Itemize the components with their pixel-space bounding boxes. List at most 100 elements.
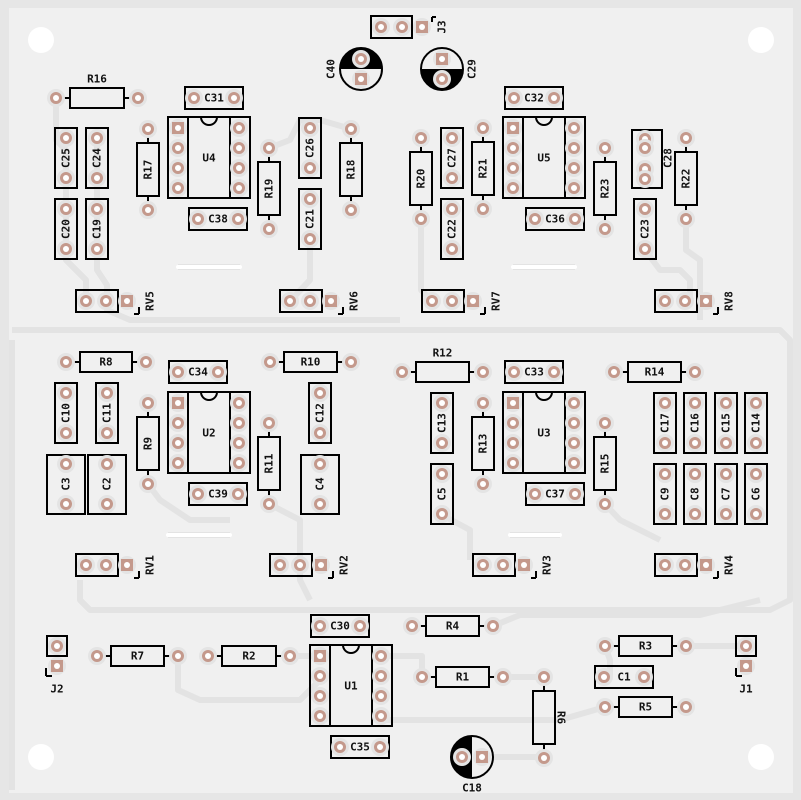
resistor-r1[interactable]: R1: [413, 666, 512, 688]
capacitor-c11[interactable]: C11: [95, 382, 119, 444]
ic-u2[interactable]: U2: [167, 391, 251, 474]
header-j1[interactable]: J1: [735, 635, 757, 696]
capacitor-c37[interactable]: C37: [525, 482, 585, 506]
capacitor-c6[interactable]: C6: [744, 463, 768, 525]
trimmer-rv6[interactable]: RV6: [279, 289, 361, 315]
capacitor-c19[interactable]: C19: [85, 198, 109, 260]
header-j2[interactable]: J2: [45, 635, 68, 696]
electrolytic-c18[interactable]: C18: [450, 735, 494, 795]
capacitor-c22[interactable]: C22: [440, 198, 464, 260]
resistor-r2[interactable]: R2: [199, 645, 299, 667]
drill-hole: [480, 481, 486, 487]
resistor-r11[interactable]: R11: [257, 414, 281, 513]
resistor-r13[interactable]: R13: [471, 394, 495, 493]
drill-hole: [145, 207, 151, 213]
capacitor-c7[interactable]: C7: [714, 463, 738, 525]
resistor-r3[interactable]: R3: [596, 635, 695, 657]
ic-u1[interactable]: U1: [309, 644, 393, 727]
ic-u5[interactable]: U5: [502, 116, 586, 199]
ref-label: R12: [433, 347, 453, 360]
capacitor-c32[interactable]: C32: [504, 86, 564, 110]
capacitor-c2[interactable]: C2: [87, 454, 127, 515]
trimmer-rv2[interactable]: RV2: [269, 553, 351, 579]
drill-hole: [175, 165, 181, 171]
capacitor-c36[interactable]: C36: [525, 207, 585, 231]
capacitor-c4[interactable]: C4: [300, 454, 340, 515]
electrolytic-c40[interactable]: C40: [325, 47, 383, 91]
electrolytic-c29[interactable]: C29: [420, 47, 479, 91]
trimmer-rv4[interactable]: RV4: [654, 553, 736, 579]
resistor-r18[interactable]: R18: [339, 120, 363, 219]
capacitor-c14[interactable]: C14: [744, 392, 768, 454]
resistor-r7[interactable]: R7: [88, 645, 187, 667]
header-j3[interactable]: J3: [370, 15, 449, 39]
capacitor-c39[interactable]: C39: [188, 482, 248, 506]
trimmer-rv5[interactable]: RV5: [75, 289, 157, 315]
capacitor-c38[interactable]: C38: [188, 207, 248, 231]
drill-hole: [175, 653, 181, 659]
capacitor-c23[interactable]: C23: [633, 198, 657, 260]
resistor-r19[interactable]: R19: [257, 139, 281, 238]
resistor-r9[interactable]: R9: [136, 394, 160, 493]
ref-label: C6: [750, 487, 763, 501]
drill-hole: [662, 562, 668, 568]
ic-u4[interactable]: U4: [167, 116, 251, 199]
capacitor-c28[interactable]: C28: [631, 129, 675, 189]
resistor-r21[interactable]: R21: [471, 119, 495, 218]
drill-hole: [572, 491, 578, 497]
drill-hole: [94, 206, 100, 212]
capacitor-c15[interactable]: C15: [714, 392, 738, 454]
resistor-r23[interactable]: R23: [593, 139, 617, 238]
trimmer-rv3[interactable]: RV3: [472, 553, 554, 579]
ic-u3[interactable]: U3: [502, 391, 586, 474]
capacitor-c20[interactable]: C20: [54, 198, 78, 260]
drill-hole: [571, 125, 577, 131]
capacitor-c8[interactable]: C8: [683, 463, 707, 525]
capacitor-c34[interactable]: C34: [168, 360, 228, 384]
drill-hole: [510, 185, 516, 191]
capacitor-c35[interactable]: C35: [330, 735, 390, 759]
drill-hole: [682, 562, 688, 568]
capacitor-c17[interactable]: C17: [653, 392, 677, 454]
resistor-body: [674, 151, 698, 206]
ref-label: RV3: [541, 555, 554, 575]
resistor-r15[interactable]: R15: [593, 414, 617, 513]
trimmer-rv1[interactable]: RV1: [75, 553, 157, 579]
resistor-body: [627, 361, 682, 383]
resistor-r6[interactable]: R6: [532, 668, 568, 767]
resistor-r16[interactable]: R16: [47, 73, 147, 109]
resistor-r8[interactable]: R8: [57, 351, 155, 373]
ref-label: R22: [680, 169, 693, 189]
capacitor-c26[interactable]: C26: [298, 117, 322, 179]
capacitor-c33[interactable]: C33: [504, 360, 564, 384]
trimmer-rv8[interactable]: RV8: [654, 289, 736, 315]
capacitor-c13[interactable]: C13: [430, 392, 454, 454]
capacitor-c12[interactable]: C12: [308, 382, 332, 444]
capacitor-c31[interactable]: C31: [184, 86, 244, 110]
resistor-r14[interactable]: R14: [605, 361, 704, 383]
capacitor-c21[interactable]: C21: [298, 188, 322, 250]
capacitor-c25[interactable]: C25: [54, 127, 78, 189]
ic-outline: [167, 116, 251, 199]
drill-hole: [94, 135, 100, 141]
trimmer-rv7[interactable]: RV7: [421, 289, 503, 315]
resistor-r22[interactable]: R22: [674, 129, 698, 228]
capacitor-outline: [744, 392, 768, 454]
capacitor-c9[interactable]: C9: [653, 463, 677, 525]
capacitor-c5[interactable]: C5: [430, 463, 454, 525]
resistor-r10[interactable]: R10: [261, 351, 360, 373]
resistor-r4[interactable]: R4: [403, 615, 502, 637]
resistor-r5[interactable]: R5: [596, 696, 695, 718]
capacitor-c1[interactable]: C1: [594, 665, 654, 689]
resistor-r17[interactable]: R17: [136, 120, 160, 219]
drill-hole: [662, 471, 668, 477]
resistor-r20[interactable]: R20: [409, 129, 433, 228]
capacitor-c16[interactable]: C16: [683, 392, 707, 454]
capacitor-c3[interactable]: C3: [46, 454, 86, 515]
resistor-r12[interactable]: R12: [393, 347, 492, 383]
drill-hole: [743, 643, 749, 649]
capacitor-c27[interactable]: C27: [440, 127, 464, 189]
capacitor-c10[interactable]: C10: [54, 382, 78, 444]
capacitor-c24[interactable]: C24: [85, 127, 109, 189]
capacitor-c30[interactable]: C30: [310, 614, 370, 638]
